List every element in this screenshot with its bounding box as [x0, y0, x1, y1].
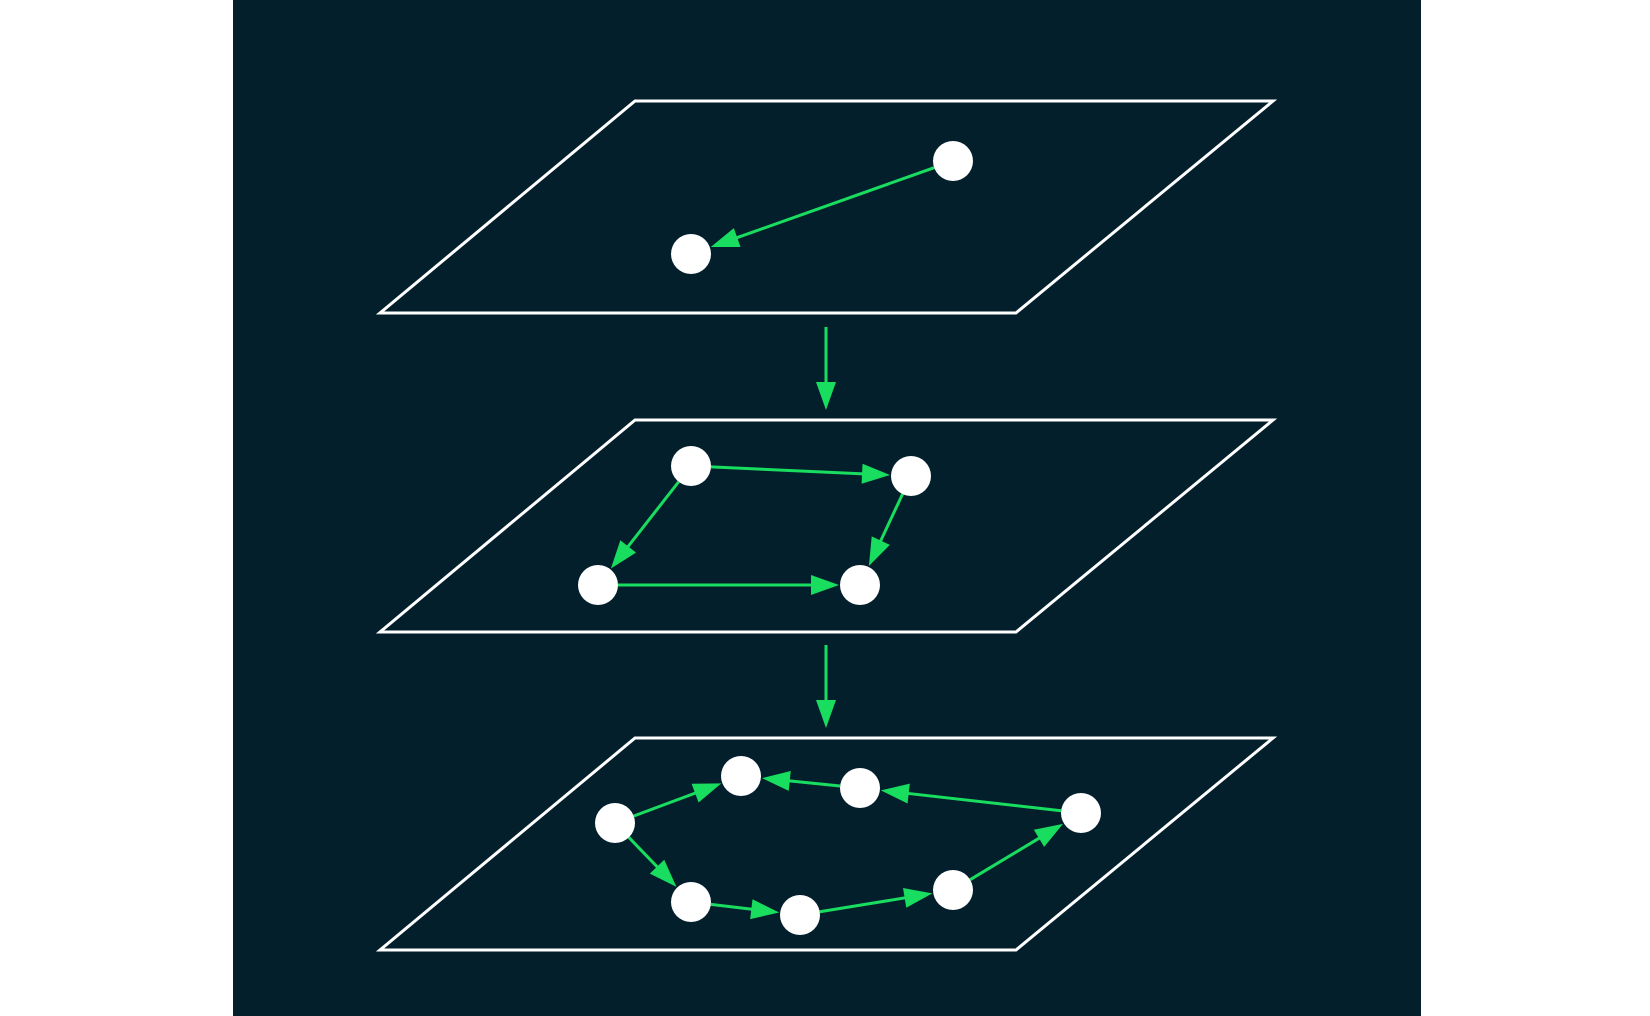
node-n3d	[1061, 793, 1101, 833]
edge-n3d-n3c-line	[904, 791, 1062, 813]
edge-n2b-n2d-line	[877, 493, 904, 545]
edge-n1a-n1b-line	[732, 166, 935, 241]
edge-n3g-n3d-head	[1033, 823, 1064, 847]
node-n3c	[840, 768, 880, 808]
edge-n1a-n1b-head	[710, 228, 741, 248]
edge-n2c-n2d-head	[811, 575, 839, 595]
edge-n2a-n2c-head	[610, 540, 637, 569]
diagram-svg	[233, 0, 1421, 1016]
edge-n2a-n2c-line	[624, 480, 680, 551]
layer-2-plane	[375, 418, 1278, 634]
edge-n3g-n3d-line	[969, 834, 1044, 881]
edge-n3e-n3f-head	[750, 899, 780, 920]
edge-n3a-n3b-line	[633, 790, 700, 818]
layer-link-layer-1-layer-2-head	[816, 382, 836, 410]
edge-n3a-n3e-head	[649, 859, 677, 887]
node-n3g	[933, 870, 973, 910]
edge-n3a-n3b-head	[691, 783, 722, 803]
node-n2a	[671, 446, 711, 486]
diagram-background	[233, 0, 1421, 1016]
edge-n2b-n2d-head	[868, 536, 890, 566]
node-n1b	[671, 234, 711, 274]
edge-n3c-n3b-line	[785, 779, 841, 788]
node-n1a	[933, 141, 973, 181]
edge-n3e-n3f-line	[710, 902, 756, 912]
edge-n2a-n2b-head	[861, 463, 891, 484]
layer-1-plane	[375, 99, 1278, 315]
edge-n2a-n2b-line	[710, 465, 867, 476]
layer-3-plane	[375, 736, 1278, 952]
node-n3e	[671, 882, 711, 922]
node-n2c	[578, 565, 618, 605]
edge-n3a-n3e-line	[627, 836, 661, 871]
edge-n3d-n3c-head	[880, 783, 910, 804]
node-n2b	[891, 456, 931, 496]
layer-link-layer-2-layer-3-head	[816, 700, 836, 728]
diagram-canvas	[233, 0, 1421, 1016]
edge-n3f-n3g-line	[819, 895, 909, 914]
edge-n3c-n3b-head	[761, 770, 791, 791]
node-n3f	[780, 895, 820, 935]
edge-n3f-n3g-head	[903, 888, 933, 908]
node-n3b	[721, 756, 761, 796]
node-n2d	[840, 565, 880, 605]
node-n3a	[595, 803, 635, 843]
